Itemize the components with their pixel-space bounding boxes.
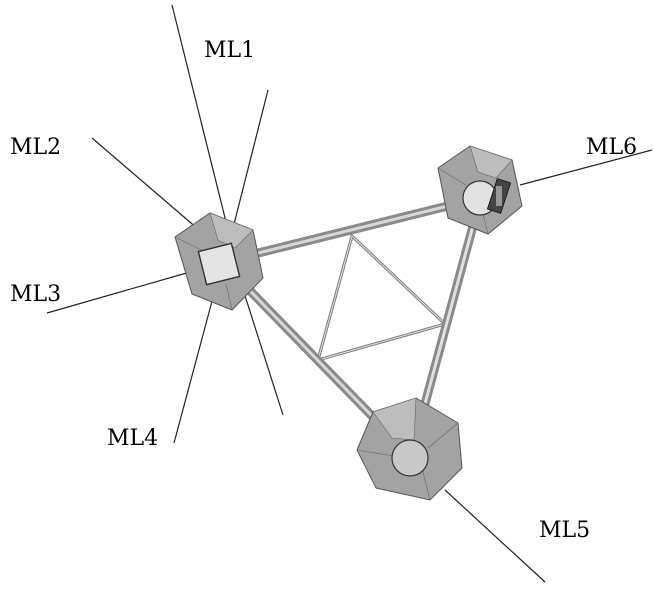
mooring-line-ml2 xyxy=(91,137,206,236)
platform-right xyxy=(437,145,523,235)
platform-left-deck xyxy=(197,242,241,286)
platform-bottom xyxy=(356,397,463,501)
platform-left xyxy=(174,212,264,311)
mooring-line-ml1-branch xyxy=(229,89,269,241)
label-ml3: ML3 xyxy=(10,282,62,307)
label-ml5: ML5 xyxy=(539,518,591,543)
mooring-line-ml4 xyxy=(173,289,216,444)
mooring-line-ml3 xyxy=(46,271,191,314)
mooring-lines xyxy=(46,4,653,583)
label-ml6: ML6 xyxy=(586,135,638,160)
label-ml2: ML2 xyxy=(10,135,62,160)
inner-truss-triangle xyxy=(315,233,448,363)
platform-bottom-column xyxy=(391,439,429,477)
mooring-line-ml4-branch xyxy=(239,279,284,416)
mooring-line-ml5 xyxy=(444,489,546,583)
mooring-line-ml6 xyxy=(519,149,653,186)
inner-truss xyxy=(315,233,448,363)
label-ml4: ML4 xyxy=(107,426,159,451)
label-ml1: ML1 xyxy=(204,38,256,63)
